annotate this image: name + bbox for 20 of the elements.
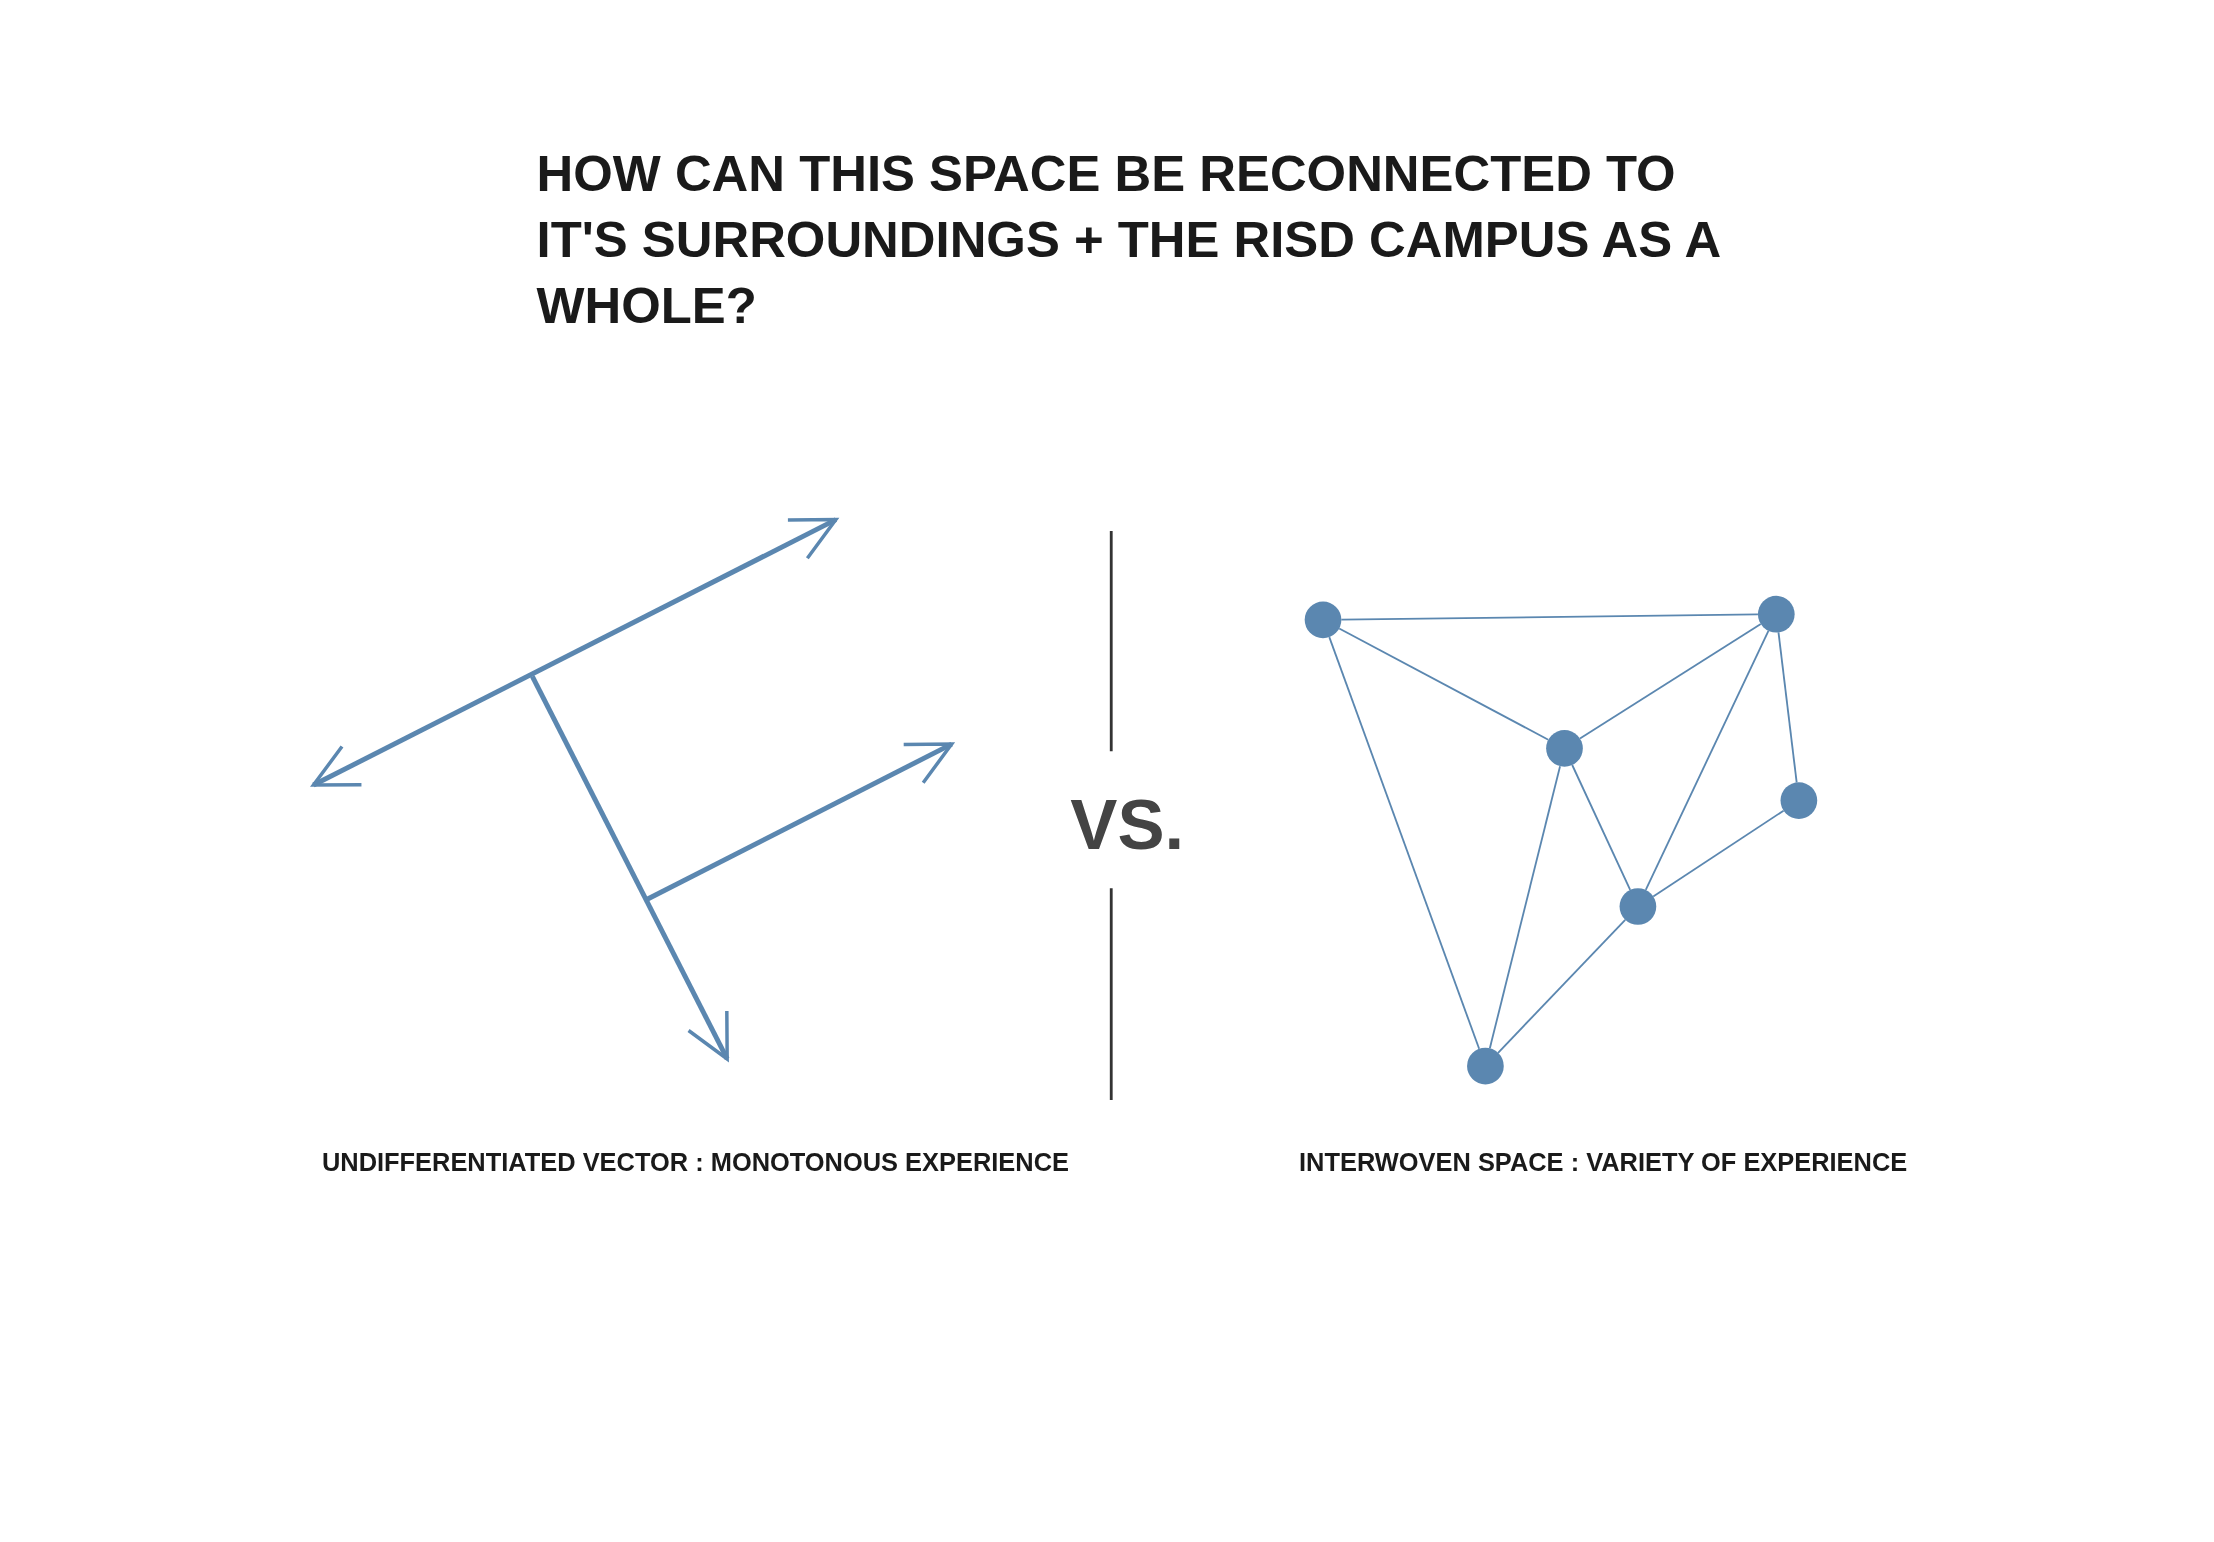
connector-line	[1571, 764, 1632, 891]
network-node	[1546, 730, 1583, 767]
caption-text: UNDIFFERENTIATED VECTOR : MONOTONOUS EXPERIENCE	[321, 1147, 1069, 1178]
connector-line	[1497, 918, 1627, 1054]
connector-line	[1652, 809, 1785, 898]
connector-line	[1340, 613, 1759, 621]
network-node	[1757, 595, 1795, 633]
connector-line	[1644, 629, 1770, 891]
caption-text: INTERWOVEN SPACE : VARIETY OF EXPERIENCE	[1299, 1147, 1908, 1178]
title-heading: HOW CAN THIS SPACE BE RECONNECTED TO IT'S SURROUNDINGS + THE RISD CAMPUS AS A WHOLE?	[536, 143, 1721, 337]
network-node	[1467, 1047, 1504, 1085]
connector-line	[1488, 765, 1561, 1050]
connector-line	[1777, 631, 1798, 784]
versus-text: VS.	[1070, 784, 1185, 866]
network-node	[1619, 888, 1657, 925]
network-node	[1780, 782, 1818, 819]
connector-line	[1579, 623, 1762, 740]
connector-line	[1338, 627, 1550, 741]
connector-line	[1328, 636, 1481, 1050]
network-node	[1304, 601, 1342, 639]
